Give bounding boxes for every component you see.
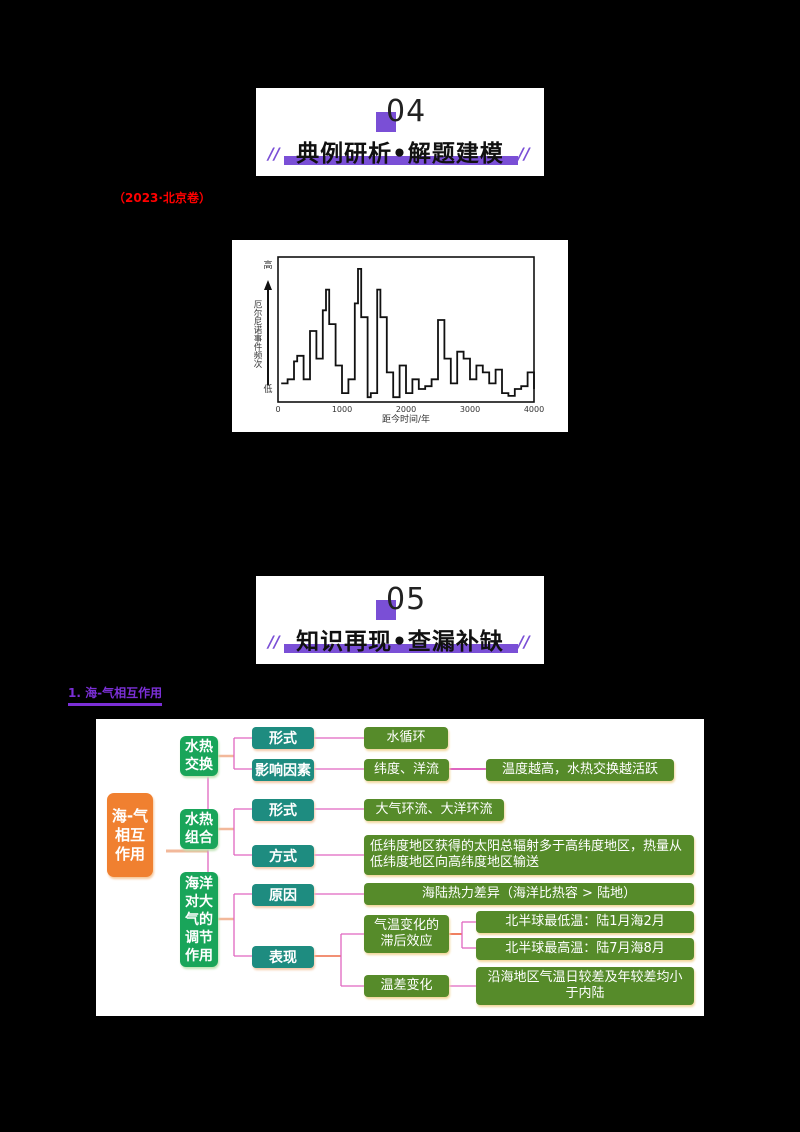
source-label: （2023·北京卷） (113, 191, 211, 205)
y-axis-label: 厄尔尼诺事件频次 (252, 300, 262, 369)
y-top-label: 高 (263, 259, 272, 271)
root-node: 海-气 相互 作用 (107, 793, 153, 877)
node-temp-range-change: 温差变化 (364, 975, 449, 997)
node-cause: 原因 (252, 884, 314, 906)
x-tick-label: 3000 (460, 405, 480, 414)
section-title: 典例研析•解题建模 (296, 141, 504, 167)
node-form: 形式 (252, 727, 314, 749)
node-radiation-transport: 低纬度地区获得的太阳总辐射多于高纬度地区，热量从 低纬度地区向高纬度地区输送 (364, 835, 694, 875)
title-underline (284, 156, 518, 165)
node-coastal-range: 沿海地区气温日较差及年较差均小 于内陆 (476, 967, 694, 1005)
node-form-2: 形式 (252, 799, 314, 821)
sea-air-interaction-mindmap: 海-气 相互 作用 水热 交换 形式 水循环 影响因素 纬度、洋流 温度越高，水… (96, 719, 704, 1016)
x-tick-label: 2000 (396, 405, 416, 414)
node-manifestation: 表现 (252, 946, 314, 968)
x-tick-label: 4000 (524, 405, 544, 414)
subsection-label: 1. 海-气相互作用 (68, 684, 163, 706)
branch-ocean-regulation: 海洋 对大 气的 调节 作用 (180, 872, 218, 967)
title-underline (284, 644, 518, 653)
node-water-cycle: 水循环 (364, 727, 448, 749)
section-title: 知识再现•查漏补缺 (296, 629, 504, 655)
section-number: 05 (386, 582, 427, 617)
x-tick-label: 0 (275, 405, 280, 414)
node-nh-min-temp: 北半球最低温：陆1月海2月 (476, 911, 694, 933)
node-method: 方式 (252, 845, 314, 867)
chart-svg: 高 低 厄尔尼诺事件频次 0 1000 2000 3000 4000 距今时间/年 (252, 256, 544, 425)
node-nh-max-temp: 北半球最高温：陆7月海8月 (476, 938, 694, 960)
x-tick-label: 1000 (332, 405, 352, 414)
number-accent-block (376, 112, 396, 132)
slash-left-decoration: // (268, 632, 280, 651)
root-label: 海-气 相互 作用 (111, 806, 149, 863)
slash-right-decoration: // (518, 144, 530, 163)
node-temperature-activity: 温度越高，水热交换越活跃 (486, 759, 674, 781)
node-lag-effect: 气温变化的 滞后效应 (364, 915, 449, 953)
el-nino-frequency-chart: 高 低 厄尔尼诺事件频次 0 1000 2000 3000 4000 距今时间/年 (232, 240, 568, 432)
slash-left-decoration: // (268, 144, 280, 163)
node-influencing-factors: 影响因素 (252, 759, 314, 781)
node-land-sea-difference: 海陆热力差异（海洋比热容 > 陆地） (364, 883, 694, 905)
x-axis-label: 距今时间/年 (382, 413, 430, 425)
section-banner-05: 05 // 知识再现•查漏补缺 // (256, 576, 544, 664)
section-number: 04 (386, 94, 427, 129)
slash-right-decoration: // (518, 632, 530, 651)
node-latitude-currents: 纬度、洋流 (364, 759, 449, 781)
section-banner-04: 04 // 典例研析•解题建模 // (256, 88, 544, 176)
branch-water-heat-exchange: 水热 交换 (180, 736, 218, 776)
number-accent-block (376, 600, 396, 620)
branch-water-heat-combination: 水热 组合 (180, 809, 218, 849)
node-circulation: 大气环流、大洋环流 (364, 799, 504, 821)
y-bottom-label: 低 (263, 383, 272, 395)
